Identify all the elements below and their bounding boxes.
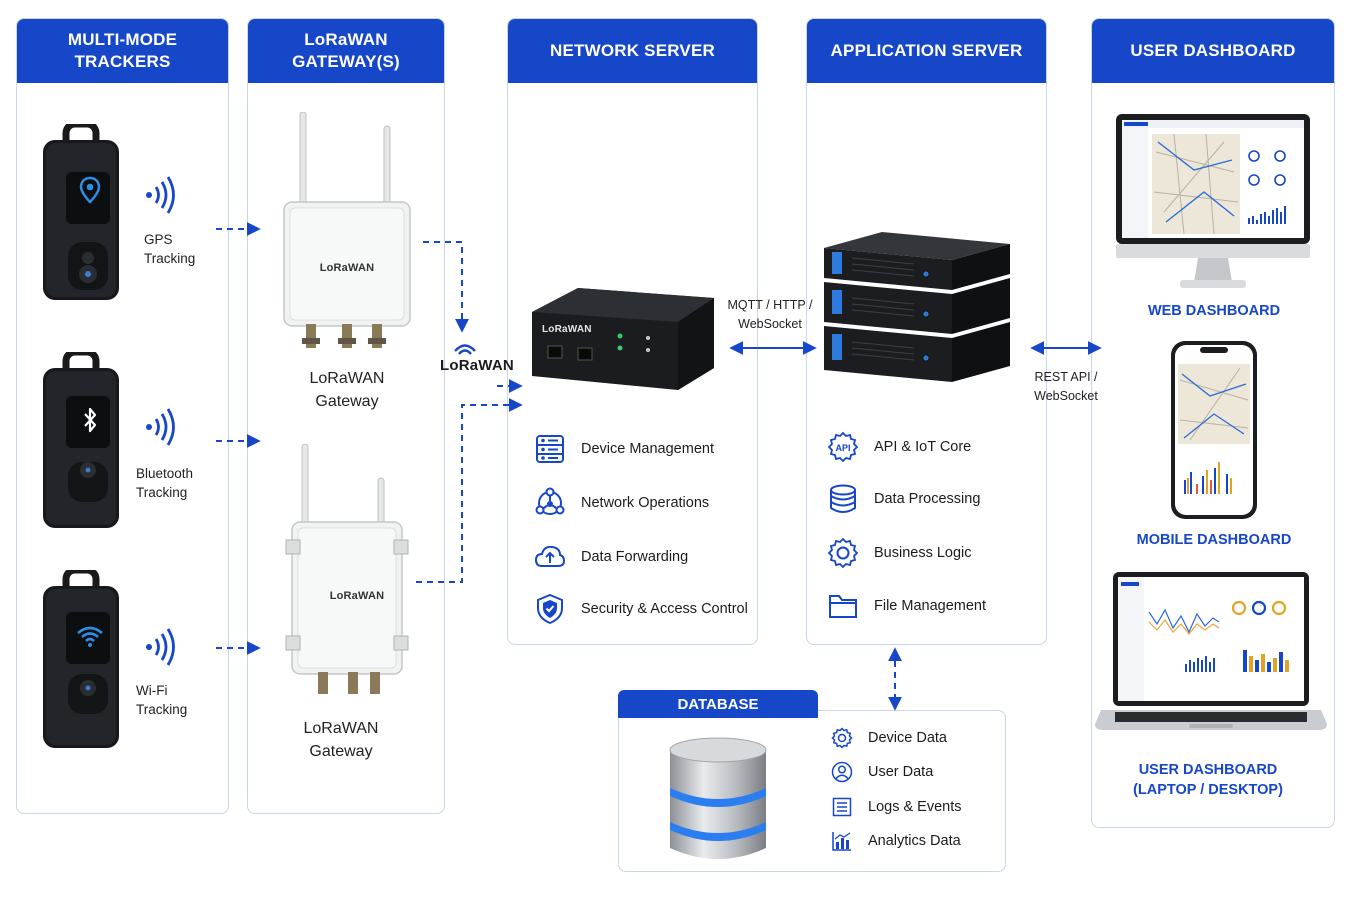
db-item-logs: Logs & Events [830, 795, 962, 819]
network-nodes-icon [533, 486, 567, 520]
web-dashboard-caption: WEB DASHBOARD [1147, 303, 1281, 319]
trackers-panel-title: MULTI-MODE TRACKERS [17, 19, 228, 83]
ns-feature-label: Data Forwarding [581, 549, 689, 565]
database-stack-icon [826, 482, 860, 516]
laptop-dashboard [1093, 572, 1329, 736]
app-feature-label: File Management [874, 598, 987, 614]
ns-feature-label: Security & Access Control [581, 601, 748, 617]
folder-icon [826, 589, 860, 623]
network-server-brand: LoRaWAN [542, 324, 592, 335]
svg-text:API: API [835, 443, 850, 453]
bluetooth-icon [82, 406, 98, 434]
gateway-device-2: LoRaWAN [282, 443, 412, 698]
tracker-device-bluetooth [40, 348, 122, 530]
mobile-dashboard-caption: MOBILE DASHBOARD [1136, 532, 1292, 548]
lorawan-wireless-icon [452, 340, 478, 358]
connection-label-app-dashboard: REST API / WebSocket [1034, 370, 1098, 403]
tracker-label-bluetooth: Bluetooth Tracking [136, 466, 194, 500]
db-item-label: User Data [868, 764, 934, 780]
ns-feature-label: Device Management [581, 441, 714, 457]
ns-feature-data-forwarding: Data Forwarding [533, 540, 688, 574]
gateway-device-1: LoRaWAN [280, 111, 414, 352]
gateway-brand-2: LoRaWAN [329, 590, 385, 602]
tracker-label-wifi: Wi-Fi Tracking [136, 683, 188, 717]
db-item-device-data: Device Data [830, 726, 947, 750]
user-dashboard-panel-title: USER DASHBOARD [1092, 19, 1334, 83]
gateway-caption-1: LoRaWAN Gateway [309, 370, 385, 410]
db-item-label: Device Data [868, 730, 947, 746]
tracker-device-gps [40, 120, 122, 302]
db-item-user-data: User Data [830, 760, 933, 784]
tracker-label-gps: GPS Tracking [144, 232, 196, 266]
lorawan-badge: LoRaWAN [440, 357, 514, 374]
signal-waves-icon [145, 626, 179, 668]
app-feature-file-management: File Management [826, 589, 986, 623]
application-server-panel-title: APPLICATION SERVER [807, 19, 1046, 83]
gateway-brand-1: LoRaWAN [319, 262, 375, 274]
signal-waves-icon [145, 406, 179, 448]
device-list-icon [533, 432, 567, 466]
gateway-caption-2: LoRaWAN Gateway [303, 720, 379, 760]
ns-feature-security: Security & Access Control [533, 592, 748, 626]
user-icon [830, 760, 854, 784]
log-list-icon [830, 795, 854, 819]
connection-label-ns-app: MQTT / HTTP / WebSocket [727, 298, 813, 331]
network-server-panel-title: NETWORK SERVER [508, 19, 757, 83]
gateways-panel: LoRaWAN GATEWAY(S) [247, 18, 445, 814]
app-feature-label: API & IoT Core [874, 439, 972, 455]
db-item-analytics: Analytics Data [830, 829, 961, 853]
web-dashboard-monitor [1114, 112, 1312, 292]
signal-waves-icon [145, 174, 179, 216]
ns-feature-device-management: Device Management [533, 432, 714, 466]
database-cylinder [666, 736, 770, 862]
db-item-label: Logs & Events [868, 799, 962, 815]
gear-icon [826, 536, 860, 570]
mobile-dashboard-phone [1170, 340, 1258, 520]
bar-chart-icon [830, 829, 854, 853]
application-server-rack [822, 230, 1012, 392]
database-title: DATABASE [618, 690, 818, 718]
tracker-device-wifi [40, 566, 122, 750]
app-feature-api: API API & IoT Core [826, 430, 971, 464]
db-item-label: Analytics Data [868, 833, 961, 849]
api-gear-icon: API [826, 430, 860, 464]
cloud-upload-icon [533, 540, 567, 574]
app-feature-label: Data Processing [874, 491, 981, 507]
network-server-device: LoRaWAN [528, 284, 716, 392]
app-feature-business-logic: Business Logic [826, 536, 972, 570]
location-pin-icon [77, 176, 103, 206]
gateways-panel-title: LoRaWAN GATEWAY(S) [248, 19, 444, 83]
ns-feature-network-operations: Network Operations [533, 486, 709, 520]
app-feature-label: Business Logic [874, 545, 972, 561]
app-feature-data-processing: Data Processing [826, 482, 980, 516]
ns-feature-label: Network Operations [581, 495, 710, 511]
shield-icon [533, 592, 567, 626]
laptop-dashboard-caption: USER DASHBOARD (LAPTOP / DESKTOP) [1133, 762, 1283, 798]
gear-icon [830, 726, 854, 750]
wifi-icon [76, 624, 104, 648]
